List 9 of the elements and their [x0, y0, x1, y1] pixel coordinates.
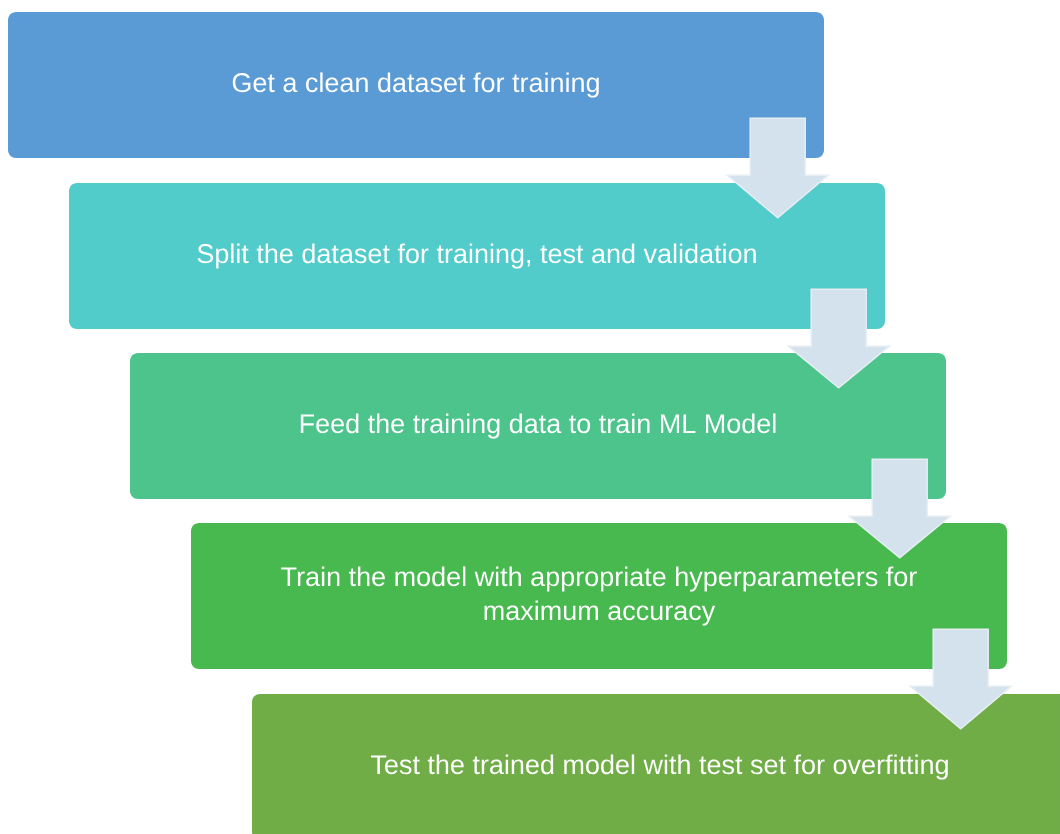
arrow — [908, 628, 1014, 730]
arrow — [786, 288, 892, 389]
process-box: Get a clean dataset for training — [8, 12, 824, 158]
arrow — [847, 458, 953, 559]
process-box: Train the model with appropriate hyperparameters for maximum accuracy — [191, 523, 1007, 669]
process-box: Feed the training data to train ML Model — [130, 353, 946, 499]
process-box: Split the dataset for training, test and validation — [69, 183, 885, 329]
arrow — [725, 117, 831, 219]
process-box: Test the trained model with test set for overfitting — [252, 694, 1060, 834]
